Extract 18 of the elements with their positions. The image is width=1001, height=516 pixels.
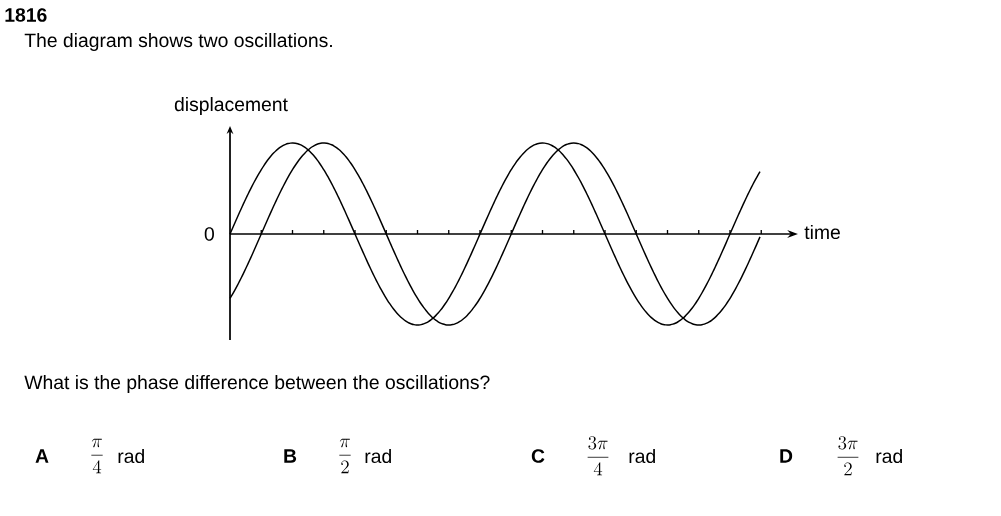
question-text: What is the phase difference between the oscillations? [24, 375, 490, 393]
question-text: The diagram shows two oscillations. [24, 33, 332, 51]
option-letter: A [35, 449, 49, 463]
option-unit: rad [876, 448, 902, 464]
option-fraction: $\frac{3\pi}{4}$ [587, 436, 609, 476]
option-unit: rad [118, 448, 144, 464]
axis-label: displacement [174, 97, 288, 115]
question-number: 1816 [5, 8, 47, 22]
option-fraction: $\frac{3\pi}{2}$ [837, 436, 859, 476]
option-unit: rad [629, 448, 655, 464]
option-letter: B [284, 449, 297, 463]
axis-label: time [804, 224, 840, 240]
axis-label: 0 [204, 227, 214, 241]
option-fraction: $\frac{\pi}{2}$ [339, 438, 351, 474]
option-letter: C [531, 449, 545, 463]
option-fraction: $\frac{\pi}{4}$ [91, 438, 103, 474]
option-letter: D [780, 449, 793, 463]
option-unit: rad [365, 448, 391, 464]
